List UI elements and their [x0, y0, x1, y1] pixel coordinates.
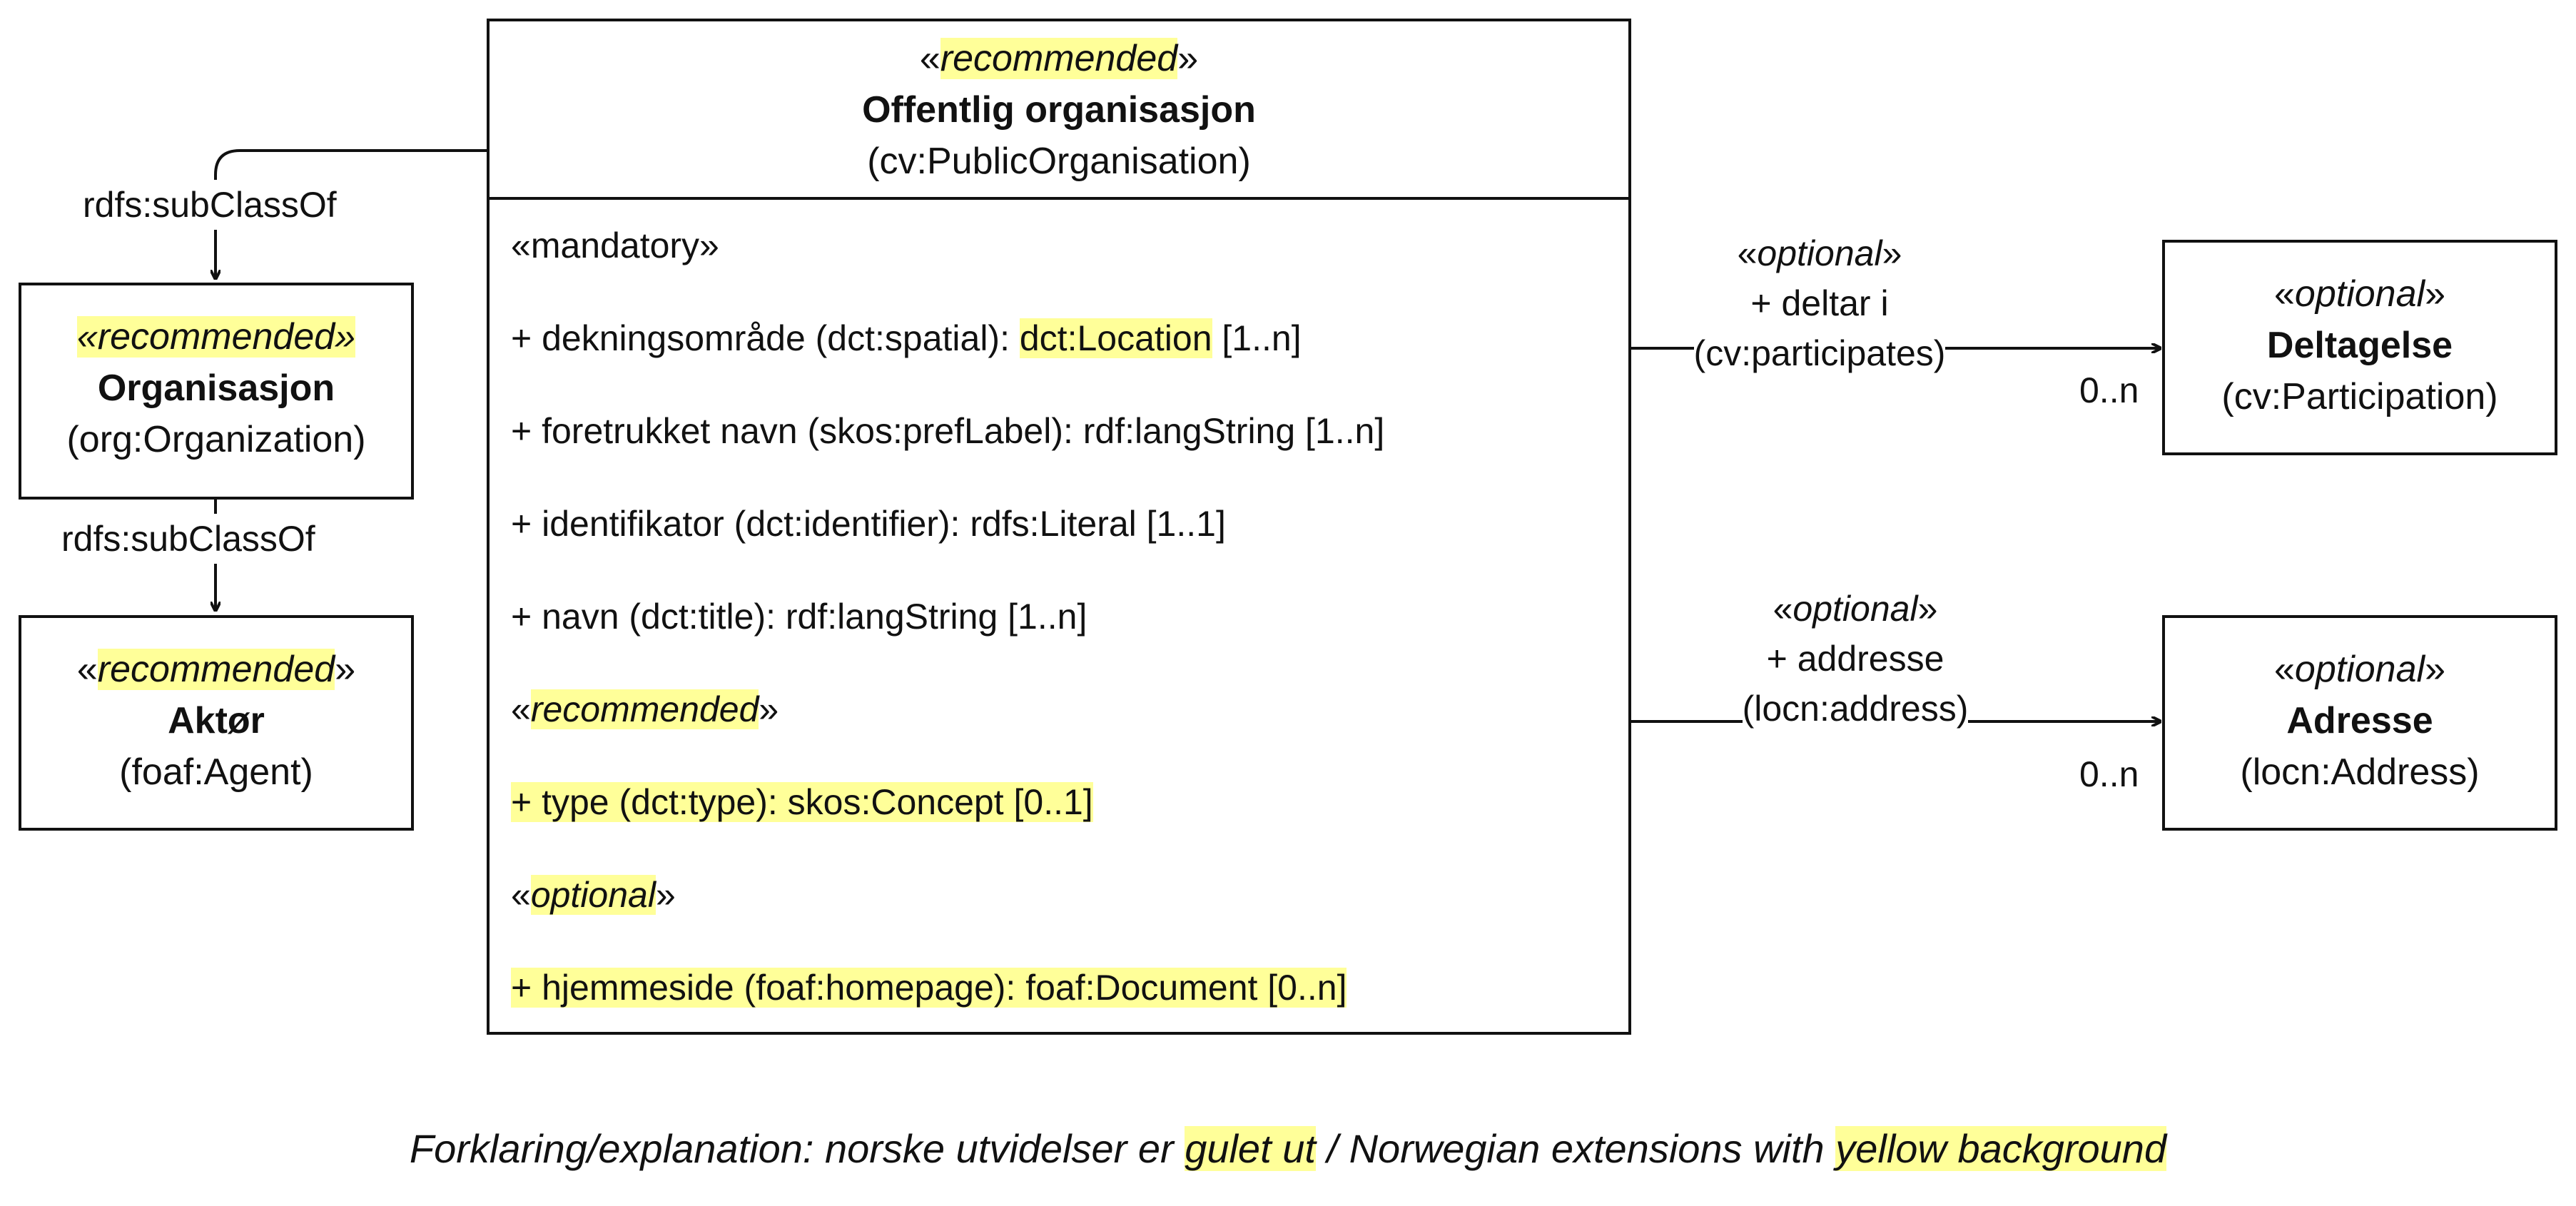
attribute-multiplicity: [1..n]: [1212, 318, 1302, 358]
subclass-label-1: rdfs:subClassOf: [83, 180, 337, 230]
class-name: Aktør: [168, 700, 265, 741]
stereotype-text: «recommended»: [76, 316, 356, 358]
class-header: «recommended» Offentlig organisasjon (cv…: [490, 21, 1628, 200]
class-iri: (locn:Address): [2240, 751, 2480, 793]
agent-class: «recommended» Aktør (foaf:Agent): [19, 615, 414, 831]
attribute-text: + hjemmeside (foaf:homepage): foaf:Docum…: [511, 968, 1347, 1008]
class-stereotype: «recommended»: [21, 311, 411, 363]
relation-iri-text: (cv:participates): [1693, 333, 1946, 373]
class-name: Organisasjon: [97, 368, 335, 409]
class-stereotype: «recommended»: [76, 649, 356, 690]
address-label: «optional» + addresse (locn:address): [1698, 584, 2012, 734]
public-organisation-class: «recommended» Offentlig organisasjon (cv…: [487, 19, 1631, 1035]
attribute-text: + type (dct:type): skos:Concept [0..1]: [511, 782, 1093, 822]
stereotype-text: optional: [530, 875, 656, 915]
attribute-dekningsomrade: + dekningsområde (dct:spatial): dct:Loca…: [511, 315, 1302, 361]
stereotype-text: mandatory: [530, 226, 700, 265]
class-name: Adresse: [2286, 700, 2433, 741]
section-stereotype-optional: «optional»: [511, 875, 676, 915]
relation-name: + addresse: [1766, 639, 1944, 679]
section-stereotype-mandatory: «mandatory»: [511, 226, 719, 265]
attribute-identifikator: + identifikator (dct:identifier): rdfs:L…: [511, 504, 1226, 544]
participates-label: «optional» + deltar i (cv:participates): [1663, 228, 1977, 378]
subclass-label-2: rdfs:subClassOf: [61, 514, 315, 564]
attribute-type: dct:Location: [1019, 318, 1212, 358]
attribute-type: + type (dct:type): skos:Concept [0..1]: [511, 779, 1093, 825]
class-stereotype: «optional»: [2274, 649, 2445, 690]
relation-stereotype: «optional»: [1773, 589, 1938, 629]
stereotype-text: optional: [2294, 649, 2425, 690]
relation-iri: (cv:participates): [1663, 328, 1977, 378]
organisation-class: «recommended» Organisasjon (org:Organiza…: [19, 283, 414, 500]
legend: Forklaring/explanation: norske utvidelse…: [0, 1122, 2576, 1176]
address-class: «optional» Adresse (locn:Address): [2162, 615, 2557, 831]
relation-stereotype: «optional»: [1737, 228, 1902, 278]
stereotype-text: recommended: [940, 38, 1178, 79]
class-iri: (foaf:Agent): [119, 751, 313, 793]
class-stereotype: «recommended»: [919, 38, 1199, 79]
legend-text-1: Forklaring/explanation: norske utvidelse…: [409, 1126, 1185, 1171]
legend-highlight-2: yellow background: [1835, 1126, 2167, 1171]
attribute-navn: + navn (dct:title): rdf:langString [1..n…: [511, 597, 1087, 637]
relation-iri: (locn:address): [1698, 684, 2012, 734]
class-iri: (org:Organization): [66, 419, 366, 460]
class-iri: (cv:PublicOrganisation): [867, 141, 1251, 182]
legend-text-2: / Norwegian extensions with: [1315, 1126, 1836, 1171]
stereotype-text: recommended: [530, 689, 759, 729]
relation-iri-text: (locn:address): [1742, 689, 1969, 729]
stereotype-text: recommended: [97, 649, 335, 690]
stereotype-text: optional: [1757, 233, 1882, 273]
class-name: Offentlig organisasjon: [862, 89, 1256, 131]
relation-name: + deltar i: [1750, 283, 1889, 323]
stereotype-text: optional: [1792, 589, 1918, 629]
section-stereotype-recommended: «recommended»: [511, 689, 779, 729]
attribute-foretrukket-navn: + foretrukket navn (skos:prefLabel): rdf…: [511, 411, 1385, 451]
participates-multiplicity: 0..n: [2079, 365, 2139, 415]
address-multiplicity: 0..n: [2079, 749, 2139, 799]
attribute-prefix: + dekningsområde (dct:spatial):: [511, 318, 1020, 358]
class-stereotype: «optional»: [2274, 273, 2445, 315]
participation-class: «optional» Deltagelse (cv:Participation): [2162, 240, 2557, 455]
attribute-hjemmeside: + hjemmeside (foaf:homepage): foaf:Docum…: [511, 965, 1347, 1010]
class-name: Deltagelse: [2266, 325, 2453, 366]
stereotype-text: optional: [2294, 273, 2425, 315]
legend-highlight-1: gulet ut: [1185, 1126, 1316, 1171]
class-iri: (cv:Participation): [2221, 376, 2498, 417]
